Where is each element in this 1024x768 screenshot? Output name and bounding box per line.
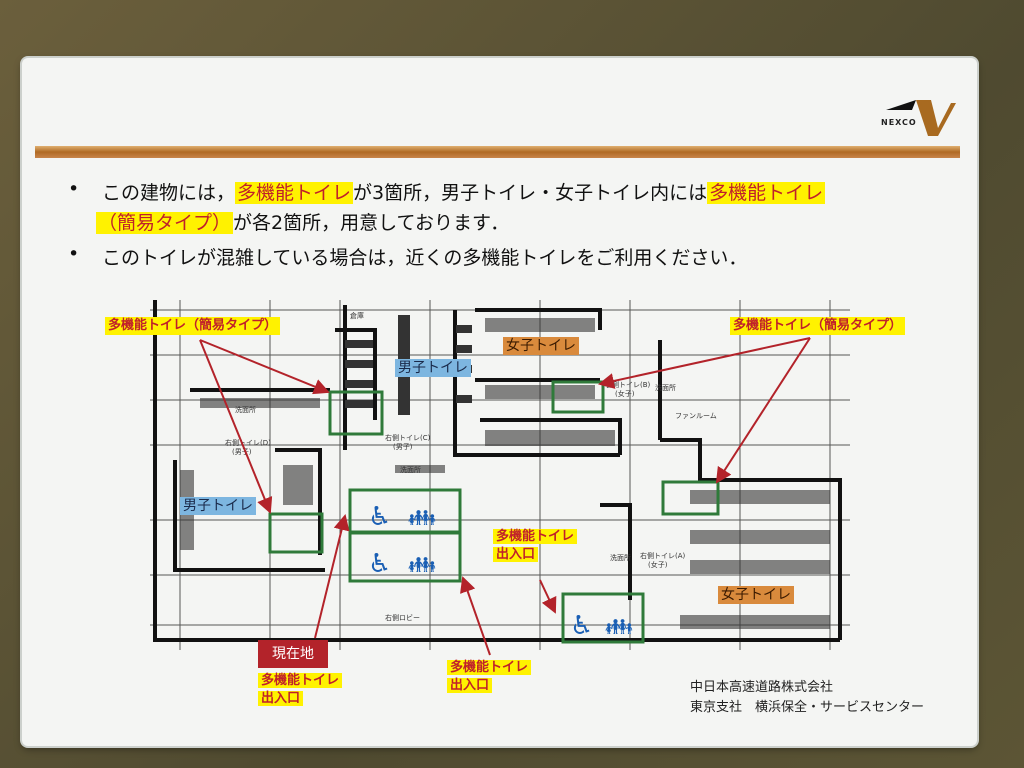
- room-washroom-c: 洗面所: [400, 465, 421, 474]
- accessibility-icons: ♿ 👪︎ ♿ 👪︎ ♿ 👪︎: [368, 502, 633, 641]
- mf-toilet-box-1: [348, 488, 462, 534]
- current-location-badge: 現在地: [258, 640, 328, 668]
- room-toilet-a: 右側トイレ(A): [640, 551, 686, 560]
- bullet-1: •: [68, 178, 80, 200]
- bullet-line-1: この建物には，多機能トイレが3箇所，男子トイレ・女子トイレ内には多機能トイレ: [102, 182, 826, 204]
- bullet-line-2: （簡易タイプ）が各2箇所，用意しております．: [96, 212, 510, 234]
- wheelchair-icon: ♿: [368, 502, 391, 532]
- room-toilet-b-female: (女子): [615, 389, 635, 398]
- company-branch: 東京支社 横浜保全・サービスセンター: [690, 700, 925, 715]
- simple-mf-box-2: [268, 512, 324, 554]
- simple-mf-box-1: [328, 390, 384, 436]
- green-boxes: [268, 380, 720, 644]
- family-icon: 👪︎: [408, 553, 436, 578]
- walls: [153, 300, 842, 642]
- room-labels: 倉庫 洗面所 右側トイレ(D) (男子) 右側トイレ(C) (男子) 洗面所 右…: [225, 311, 717, 622]
- family-icon: 👪︎: [605, 615, 633, 640]
- room-washroom-a: 洗面所: [610, 553, 631, 562]
- mens-toilet-label-1: 男子トイレ: [395, 359, 471, 377]
- fixtures: [180, 315, 830, 629]
- room-toilet-b: 右側トイレ(B): [605, 380, 651, 389]
- logo-text: NEXCO: [881, 118, 917, 127]
- room-washroom-d: 洗面所: [235, 405, 256, 414]
- room-fan-room: ファンルーム: [675, 412, 717, 420]
- room-toilet-d-male: (男子): [232, 448, 252, 456]
- mens-toilet-label-2: 男子トイレ: [180, 497, 256, 515]
- bullet-2: •: [68, 243, 80, 265]
- bullet-line-3: このトイレが混雑している場合は，近くの多機能トイレをご利用ください．: [102, 247, 748, 269]
- simple-mf-label-left: 多機能トイレ（簡易タイプ）: [105, 317, 281, 335]
- womens-toilet-label-1: 女子トイレ: [503, 337, 579, 355]
- mf-entrance-label-2: 多機能トイレ出入口: [447, 659, 532, 695]
- simple-mf-box-4: [661, 480, 720, 516]
- mf-toilet-box-2: [348, 531, 462, 583]
- header-bar: [35, 146, 960, 158]
- room-lobby: 右側ロビー: [385, 613, 420, 622]
- room-toilet-d: 右側トイレ(D): [225, 438, 271, 447]
- mf-entrance-label-1: 多機能トイレ出入口: [493, 528, 578, 564]
- simple-mf-label-right: 多機能トイレ（簡易タイプ）: [730, 317, 906, 335]
- mf-toilet-box-3: [561, 592, 645, 644]
- sign-paper: [22, 58, 977, 746]
- room-washroom-b: 洗面所: [655, 383, 676, 392]
- womens-toilet-label-2: 女子トイレ: [718, 586, 794, 604]
- room-toilet-c: 右側トイレ(C): [385, 433, 431, 442]
- family-icon: 👪︎: [408, 506, 436, 531]
- company-name: 中日本高速道路株式会社: [690, 680, 834, 695]
- arrows: [199, 337, 811, 656]
- wheelchair-icon: ♿: [570, 611, 593, 641]
- room-toilet-c-male: (男子): [393, 443, 413, 451]
- wheelchair-icon: ♿: [368, 549, 391, 579]
- nexco-logo: [886, 100, 956, 136]
- room-toilet-a-female: (女子): [648, 560, 668, 569]
- room-storage: 倉庫: [350, 311, 364, 320]
- simple-mf-box-3: [551, 380, 605, 414]
- mf-entrance-label-3: 多機能トイレ出入口: [258, 672, 343, 708]
